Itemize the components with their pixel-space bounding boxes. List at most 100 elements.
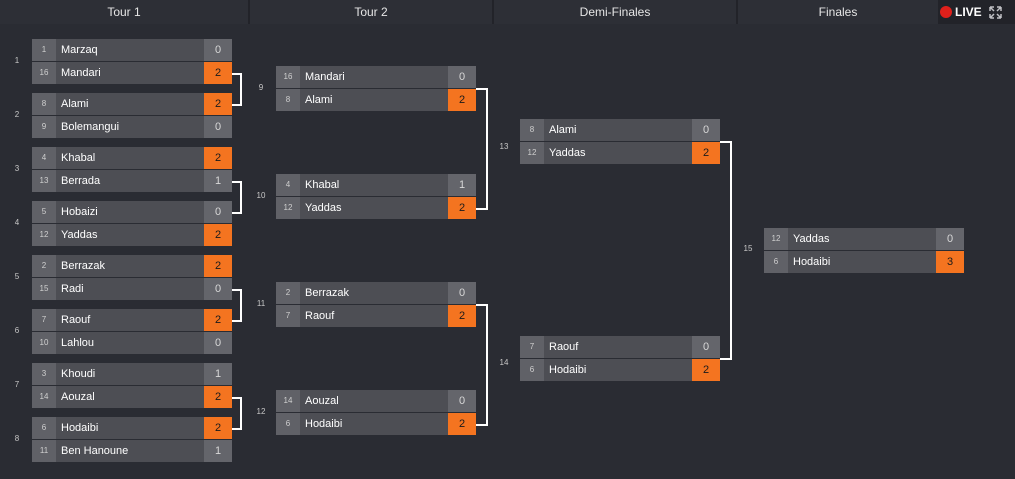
player-row[interactable]: 14 Aouzal 2 <box>32 386 232 408</box>
player-score: 2 <box>204 386 232 408</box>
player-name: Aouzal <box>61 391 95 403</box>
expand-icon[interactable] <box>988 5 1002 19</box>
player-score: 0 <box>448 66 476 88</box>
player-name: Alami <box>549 124 577 136</box>
player-name: Alami <box>61 98 89 110</box>
player-score: 2 <box>448 413 476 435</box>
seed-number: 14 <box>276 390 300 412</box>
group-number: 3 <box>14 164 20 173</box>
player-score: 0 <box>204 39 232 61</box>
seed-number: 1 <box>32 39 56 61</box>
seed-number: 3 <box>32 363 56 385</box>
seed-number: 8 <box>32 93 56 115</box>
bracket-connector <box>476 88 488 210</box>
player-name: Hobaizi <box>61 206 98 218</box>
group-number: 4 <box>14 218 20 227</box>
player-score: 0 <box>936 228 964 250</box>
player-name: Hodaibi <box>549 364 587 376</box>
player-name: Mandari <box>61 67 101 79</box>
seed-number: 8 <box>276 89 300 111</box>
player-row[interactable]: 16 Mandari 2 <box>32 62 232 84</box>
bracket-connector <box>232 289 242 322</box>
bracket-connector <box>232 397 242 430</box>
player-score: 2 <box>692 359 720 381</box>
player-name: Yaddas <box>793 233 830 245</box>
seed-number: 7 <box>32 309 56 331</box>
player-name: Mandari <box>305 71 345 83</box>
player-name: Yaddas <box>549 147 586 159</box>
bracket-connector <box>720 141 732 360</box>
player-row[interactable]: 2 Berrazak 2 <box>32 255 232 277</box>
player-name: Berrazak <box>61 260 106 272</box>
player-name: Raouf <box>305 310 335 322</box>
player-name: Aouzal <box>305 395 339 407</box>
player-score: 3 <box>936 251 964 273</box>
seed-number: 6 <box>764 251 788 273</box>
player-name: Hodaibi <box>305 418 343 430</box>
seed-number: 4 <box>32 147 56 169</box>
seed-number: 8 <box>520 119 544 141</box>
player-name: Raouf <box>549 341 579 353</box>
match-card[interactable]: 1 Marzaq 0 16 Mandari 2 <box>32 39 232 85</box>
seed-number: 14 <box>32 386 56 408</box>
player-name: Raouf <box>61 314 91 326</box>
player-score: 1 <box>204 170 232 192</box>
player-name: Marzaq <box>61 44 98 56</box>
player-score: 2 <box>204 62 232 84</box>
seed-number: 2 <box>276 282 300 304</box>
player-name: Bolemangui <box>61 121 120 133</box>
live-label: LIVE <box>955 5 982 19</box>
seed-number: 10 <box>32 332 56 354</box>
live-indicator[interactable]: LIVE <box>940 0 1015 24</box>
connector-number: 9 <box>258 82 264 92</box>
player-score: 2 <box>204 255 232 277</box>
player-name: Khoudi <box>61 368 96 380</box>
seed-number: 2 <box>32 255 56 277</box>
player-row[interactable]: 1 Marzaq 0 <box>32 39 232 61</box>
group-number: 6 <box>14 326 20 335</box>
player-score: 2 <box>204 224 232 246</box>
seed-number: 16 <box>32 62 56 84</box>
round-title-tour2: Tour 2 <box>250 0 492 24</box>
